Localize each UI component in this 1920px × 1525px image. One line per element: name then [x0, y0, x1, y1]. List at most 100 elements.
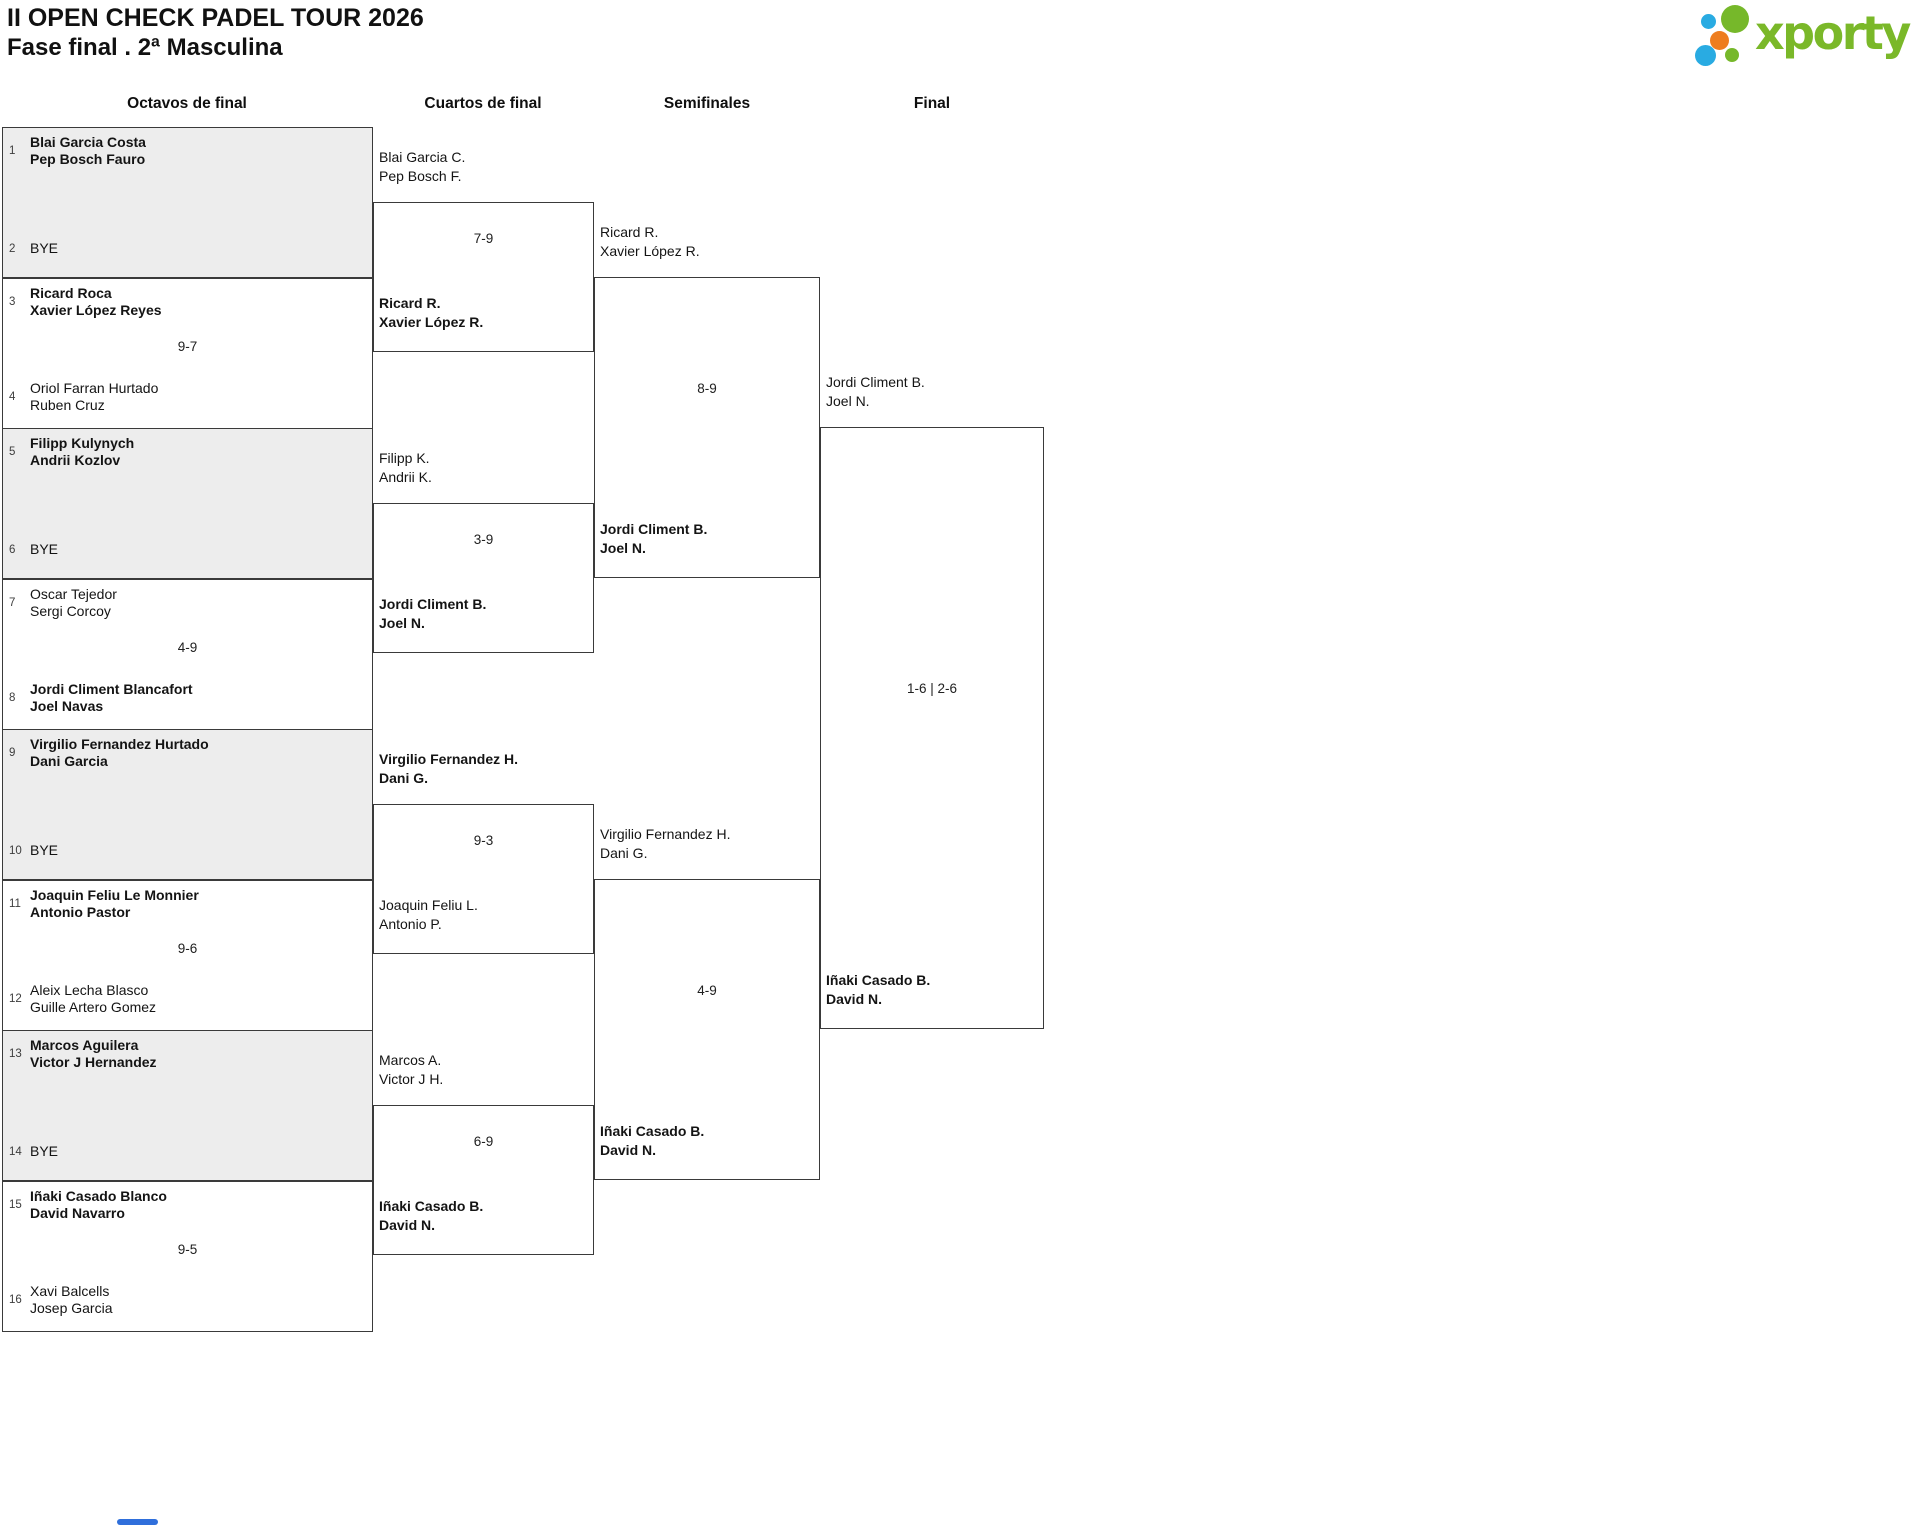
- r16-team-slot: 10 BYE: [9, 842, 58, 859]
- advancing-team: Ricard R.Xavier López R.: [600, 224, 700, 259]
- match-score: 9-5: [177, 1241, 198, 1257]
- advancing-team: Virgilio Fernandez H.Dani G.: [379, 751, 518, 786]
- match-score: 3-9: [473, 532, 494, 547]
- seed-number: 9: [9, 747, 16, 759]
- column-header-semifinales: Semifinales: [663, 95, 751, 112]
- match-score: 8-9: [697, 381, 717, 396]
- xporty-logo: xporty: [1692, 4, 1918, 74]
- qf-match-box-1: [373, 202, 594, 352]
- bye-label: BYE: [30, 842, 59, 858]
- page-subtitle: Fase final . 2ª Masculina: [7, 34, 283, 61]
- sf-match-box-2: [594, 879, 820, 1180]
- seed-number: 13: [9, 1048, 22, 1060]
- seed-number: 12: [9, 992, 22, 1005]
- logo-dot-green-small: [1725, 48, 1739, 62]
- seed-number: 1: [9, 145, 16, 157]
- seed-number: 8: [9, 691, 16, 704]
- logo-dot-blue-large: [1695, 45, 1716, 66]
- footer-accent-bar: [117, 1519, 158, 1525]
- seed-number: 3: [9, 295, 16, 308]
- column-header-octavos: Octavos de final: [127, 95, 247, 112]
- match-score: 4-9: [697, 983, 717, 998]
- seed-number: 5: [9, 446, 16, 458]
- logo-dot-green-large: [1721, 5, 1749, 33]
- match-score: 7-9: [473, 231, 494, 246]
- match-score: 6-9: [473, 1134, 494, 1149]
- seed-number: 10: [9, 844, 22, 857]
- bye-label: BYE: [30, 1143, 59, 1159]
- match-score: 4-9: [177, 639, 198, 655]
- match-score: 9-6: [177, 940, 198, 956]
- match-score: 9-3: [473, 833, 494, 848]
- advancing-team: Marcos A.Victor J H.: [379, 1052, 444, 1087]
- qf-match-box-3: [373, 804, 594, 954]
- advancing-team: Jordi Climent B.Joel N.: [600, 521, 708, 556]
- column-header-final: Final: [913, 95, 951, 112]
- finalist-team: Jordi Climent B.Joel N.: [826, 374, 925, 409]
- seed-number: 15: [9, 1198, 22, 1211]
- advancing-team: Joaquin Feliu L.Antonio P.: [379, 897, 478, 932]
- qf-match-box-4: [373, 1105, 594, 1255]
- advancing-team: Jordi Climent B.Joel N.: [379, 596, 487, 631]
- r16-team-slot: 14 BYE: [9, 1143, 58, 1160]
- logo-dot-orange: [1710, 31, 1729, 50]
- seed-number: 7: [9, 596, 16, 609]
- seed-number: 2: [9, 242, 16, 255]
- advancing-team: Blai Garcia C.Pep Bosch F.: [379, 149, 466, 184]
- r16-team-slot: 6 BYE: [9, 541, 58, 558]
- advancing-team: Iñaki Casado B.David N.: [600, 1123, 705, 1158]
- advancing-team: Virgilio Fernandez H.Dani G.: [600, 826, 731, 861]
- finalist-team: Iñaki Casado B.David N.: [826, 972, 931, 1007]
- seed-number: 4: [9, 390, 16, 403]
- final-match-box: [820, 427, 1044, 1029]
- final-score: 1-6 | 2-6: [906, 681, 958, 696]
- seed-number: 11: [9, 897, 21, 910]
- qf-match-box-2: [373, 503, 594, 653]
- logo-dot-blue-small: [1701, 14, 1716, 29]
- advancing-team: Filipp K.Andrii K.: [379, 450, 432, 485]
- advancing-team: Ricard R.Xavier López R.: [379, 295, 484, 330]
- seed-number: 14: [9, 1145, 22, 1158]
- bye-label: BYE: [30, 541, 59, 557]
- seed-number: 16: [9, 1293, 22, 1306]
- r16-team-slot: 2 BYE: [9, 240, 58, 257]
- sf-match-box-1: [594, 277, 820, 578]
- match-score: 9-7: [177, 338, 198, 354]
- bye-label: BYE: [30, 240, 59, 256]
- seed-number: 6: [9, 543, 16, 556]
- column-header-cuartos: Cuartos de final: [424, 95, 542, 112]
- page-title: II OPEN CHECK PADEL TOUR 2026: [7, 4, 424, 32]
